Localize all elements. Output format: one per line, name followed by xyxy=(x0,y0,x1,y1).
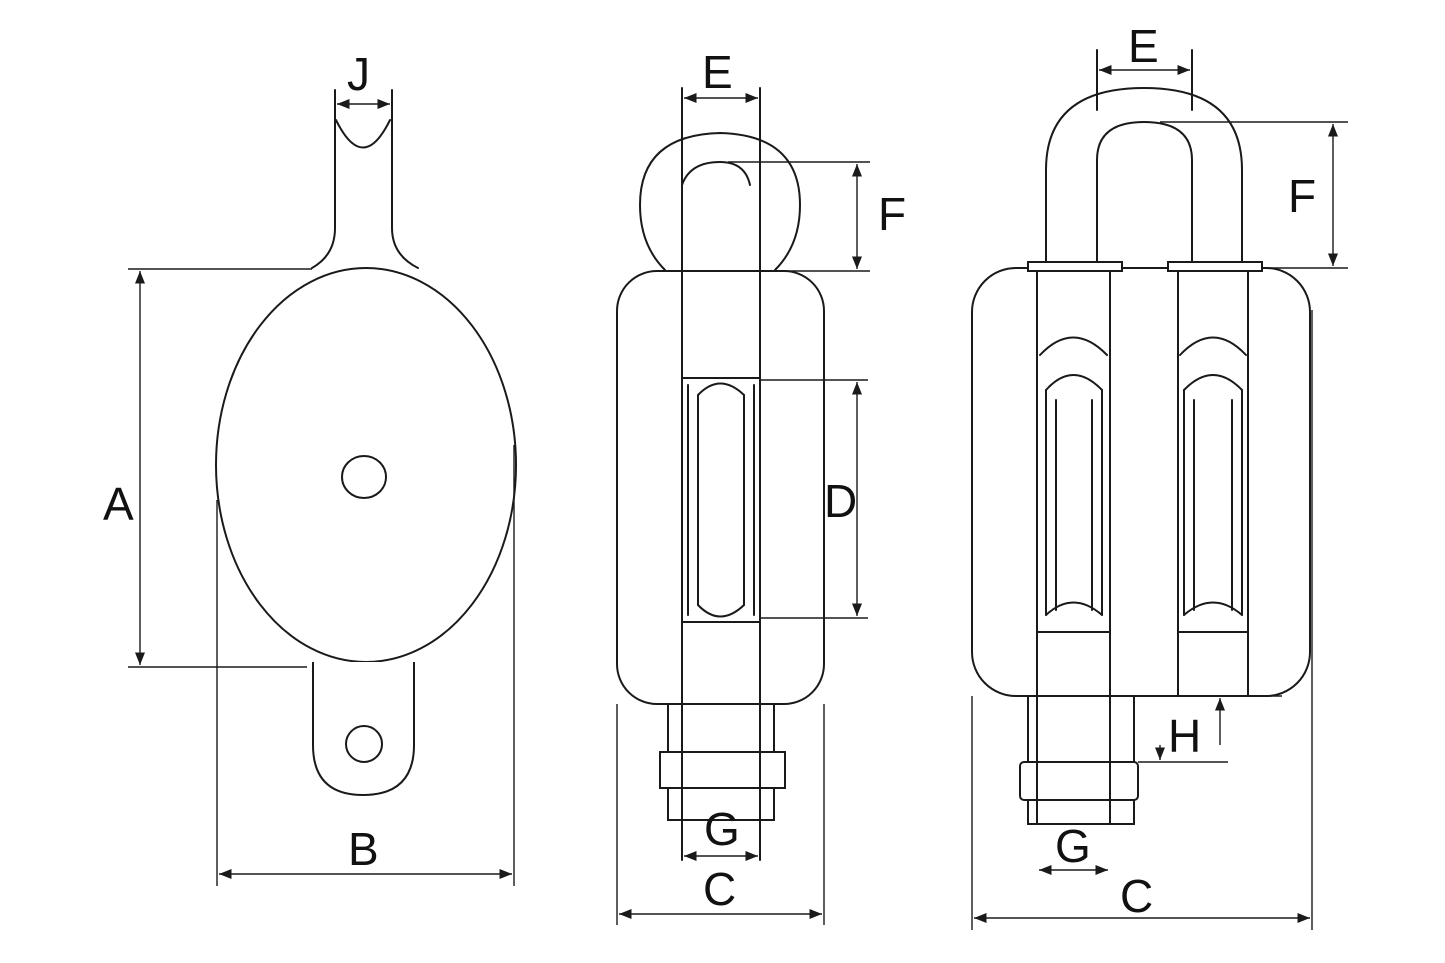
dimension-h: H xyxy=(1138,695,1282,763)
double-block-side-view: E F H G C xyxy=(971,20,1348,930)
label-g: G xyxy=(1055,820,1091,872)
label-e: E xyxy=(1128,20,1159,72)
label-e: E xyxy=(702,46,733,98)
label-b: B xyxy=(348,823,379,875)
becket xyxy=(659,703,786,821)
single-block-front-view: A B J xyxy=(103,48,517,886)
dimension-f: F xyxy=(1160,121,1348,269)
dimension-j: J xyxy=(337,48,390,110)
housing xyxy=(971,267,1311,697)
sheave-left xyxy=(1036,336,1111,633)
label-f: F xyxy=(878,188,906,240)
top-eye xyxy=(311,89,419,269)
label-c: C xyxy=(1120,870,1153,922)
sheave-groove xyxy=(681,377,761,623)
dimension-e: E xyxy=(1099,20,1190,76)
dimension-g: G xyxy=(684,803,758,862)
dimension-e: E xyxy=(684,46,758,104)
sheave-right xyxy=(1177,336,1249,633)
axle-hole xyxy=(341,455,387,499)
label-h: H xyxy=(1168,710,1201,762)
dimension-c: C xyxy=(971,310,1313,930)
label-j: J xyxy=(347,48,370,100)
u-shackle xyxy=(1045,49,1243,263)
shackle-ring xyxy=(639,132,801,271)
dimension-f: F xyxy=(728,161,906,272)
dimension-d: D xyxy=(760,379,868,619)
single-block-side-view: E F D G C xyxy=(616,46,906,925)
label-c: C xyxy=(703,863,736,915)
dimension-c: C xyxy=(616,704,825,925)
label-d: D xyxy=(824,475,857,527)
label-g: G xyxy=(704,803,740,855)
becket xyxy=(1019,695,1139,825)
dimension-g: G xyxy=(1039,820,1108,876)
label-f: F xyxy=(1288,170,1316,222)
bottom-eye xyxy=(312,662,415,797)
label-a: A xyxy=(103,478,134,530)
dimension-b: B xyxy=(216,445,515,886)
